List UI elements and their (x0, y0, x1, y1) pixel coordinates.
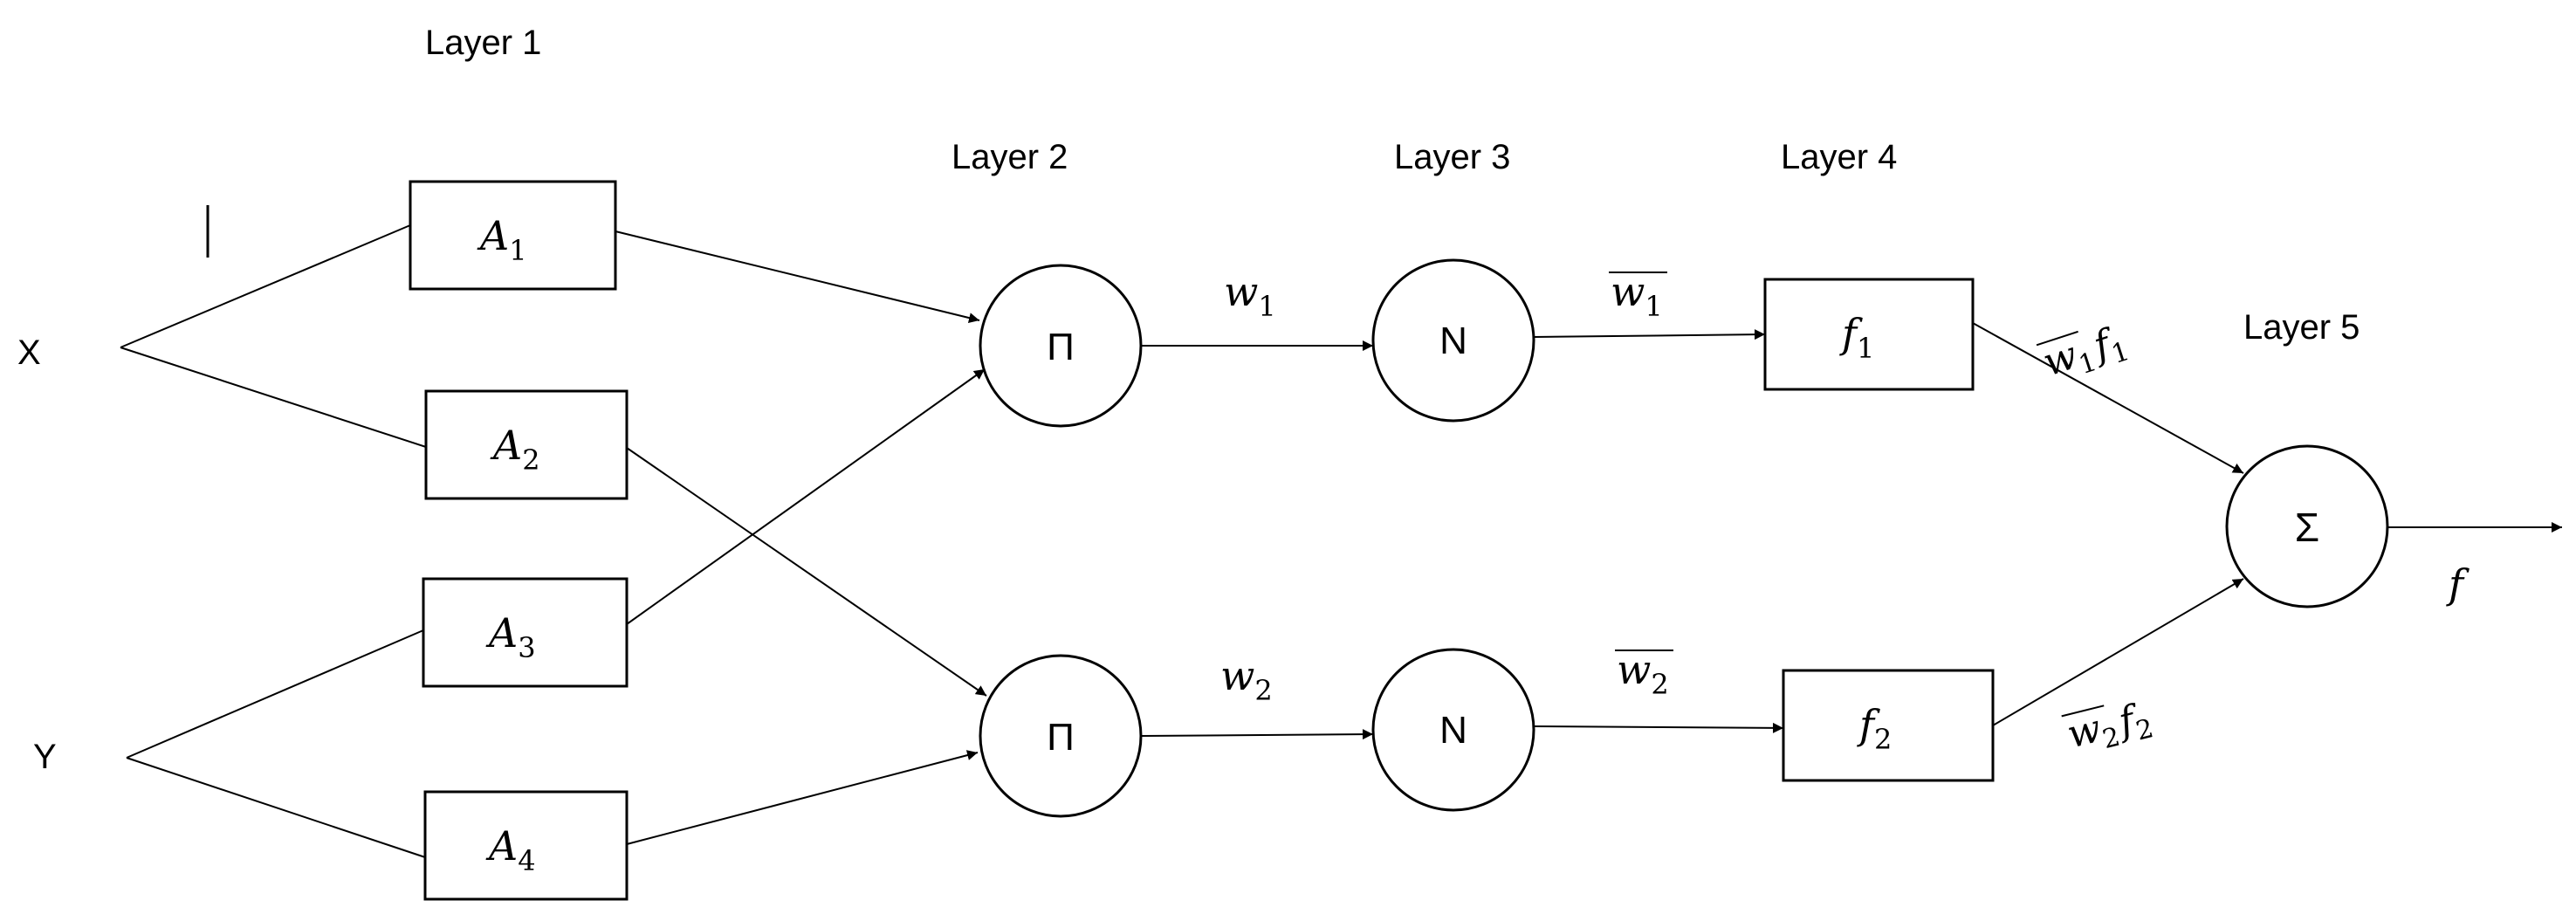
svg-text:Π: Π (1047, 326, 1075, 368)
edge-f2-sum (1992, 578, 2244, 726)
a2-base: A (490, 422, 522, 469)
a1-sub: 1 (509, 234, 526, 267)
a2-sub: 2 (522, 443, 539, 477)
a3-base: A (485, 609, 518, 656)
layer-4-label: Layer 4 (1781, 138, 1897, 176)
edge-label-w1f1: w1f1 (2036, 317, 2133, 391)
svg-text:w1f1: w1f1 (2037, 317, 2133, 391)
svg-text:A1: A1 (477, 212, 527, 267)
svg-text:A2: A2 (490, 422, 540, 477)
consequent-node-f2: f2 (1782, 669, 1995, 782)
product-node-1: Π (979, 264, 1143, 428)
edge-a2-p2 (626, 447, 987, 697)
edge-x-a2 (120, 347, 427, 448)
norm-node-2: N (1371, 648, 1535, 812)
edge-x-a1 (120, 224, 411, 348)
edge-a3-p1 (626, 368, 986, 625)
f2-sub: 2 (1874, 723, 1892, 756)
norm-node-1: N (1371, 258, 1535, 423)
edge-label-w1: w1 (1224, 268, 1276, 323)
svg-text:w2f2: w2f2 (2063, 694, 2156, 764)
edge-n2-f2 (1533, 722, 1784, 733)
input-x-label: X (17, 333, 41, 372)
svg-text:Π: Π (1047, 716, 1075, 759)
edge-y-a4 (126, 757, 426, 858)
consequent-node-f1: f1 (1763, 278, 1975, 391)
svg-text:w2: w2 (1617, 646, 1669, 701)
svg-text:N: N (1439, 709, 1467, 752)
a3-sub: 3 (518, 631, 535, 664)
membership-node-a2: A2 (424, 389, 629, 500)
f1-sub: 1 (1857, 332, 1874, 365)
edge-label-w2-bar: w2 (1615, 646, 1673, 701)
svg-text:A3: A3 (485, 609, 536, 664)
membership-node-a4: A4 (423, 790, 629, 901)
edge-f1-sum (1972, 322, 2244, 474)
edge-label-w1-bar: w1 (1609, 268, 1667, 323)
edge-n1-f1 (1533, 329, 1766, 340)
svg-text:A4: A4 (485, 822, 536, 877)
a1-base: A (477, 212, 509, 259)
a4-base: A (485, 822, 518, 869)
edge-label-w2: w2 (1220, 652, 1273, 707)
svg-text:N: N (1439, 320, 1467, 362)
edge-label-w2f2: w2f2 (2061, 694, 2156, 764)
layer-5-label: Layer 5 (2243, 308, 2360, 347)
product-node-2: Π (979, 654, 1143, 818)
edge-a1-p1 (615, 230, 980, 323)
layer-3-label: Layer 3 (1394, 138, 1510, 176)
svg-text:w1: w1 (1611, 268, 1663, 323)
edge-y-a3 (126, 629, 424, 759)
membership-node-a1: A1 (409, 180, 617, 291)
layer-2-label: Layer 2 (951, 138, 1068, 176)
edge-p2-n2 (1141, 729, 1374, 740)
input-y-label: Y (33, 738, 57, 776)
output-label-f: f (2446, 560, 2470, 608)
layer-1-label: Layer 1 (425, 24, 541, 62)
sum-node: Σ (2225, 444, 2389, 608)
edge-a4-p2 (626, 750, 979, 845)
membership-node-a3: A3 (422, 577, 629, 688)
svg-text:Σ: Σ (2295, 505, 2319, 550)
a4-sub: 4 (518, 844, 535, 877)
